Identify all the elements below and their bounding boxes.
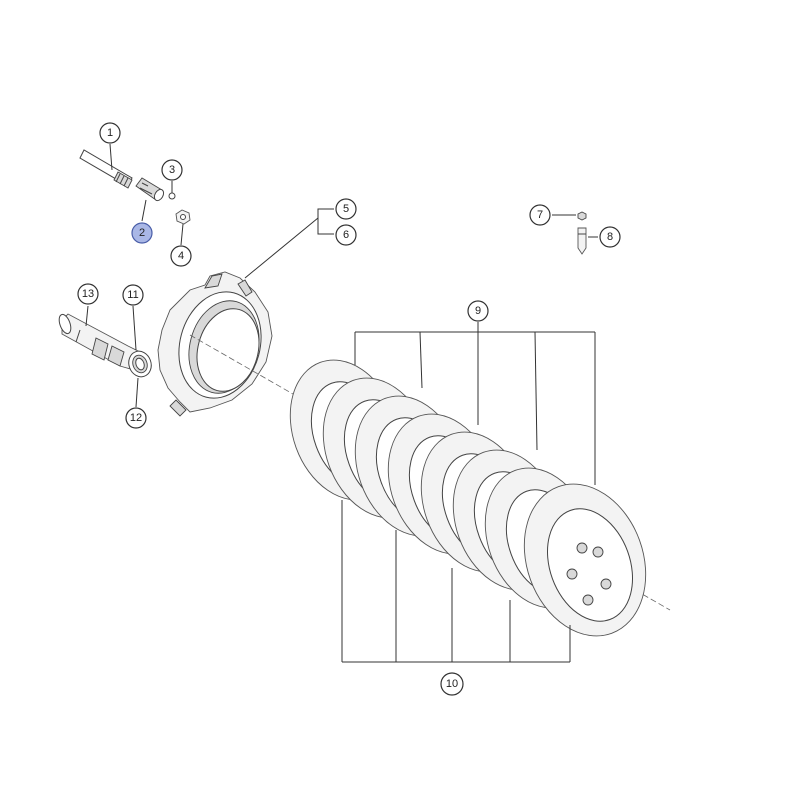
part-shaft bbox=[58, 313, 141, 371]
callout-2[interactable]: 2 bbox=[131, 222, 153, 244]
svg-text:3: 3 bbox=[169, 164, 175, 176]
part-washer-small bbox=[168, 192, 176, 200]
svg-text:7: 7 bbox=[537, 209, 543, 221]
callout-12[interactable]: 12 bbox=[125, 407, 147, 429]
svg-text:10: 10 bbox=[446, 678, 458, 690]
callout-9[interactable]: 9 bbox=[467, 300, 489, 322]
svg-text:2: 2 bbox=[139, 227, 145, 239]
callout-13[interactable]: 13 bbox=[77, 283, 99, 305]
part-pin bbox=[577, 227, 587, 255]
callout-1[interactable]: 1 bbox=[99, 122, 121, 144]
callout-4[interactable]: 4 bbox=[170, 245, 192, 267]
svg-text:6: 6 bbox=[343, 229, 349, 241]
part-bolt bbox=[79, 149, 133, 189]
svg-text:4: 4 bbox=[178, 250, 184, 262]
svg-text:5: 5 bbox=[343, 203, 349, 215]
svg-text:1: 1 bbox=[107, 127, 113, 139]
svg-text:13: 13 bbox=[82, 288, 94, 300]
clutch-disc-pack bbox=[289, 359, 647, 637]
callout-3[interactable]: 3 bbox=[161, 159, 183, 181]
part-bearing bbox=[128, 350, 152, 378]
callout-5[interactable]: 5 bbox=[335, 198, 357, 220]
callout-6[interactable]: 6 bbox=[335, 224, 357, 246]
part-pressure-plate bbox=[157, 271, 273, 417]
svg-text:12: 12 bbox=[130, 412, 142, 424]
part-sleeve bbox=[135, 177, 165, 202]
callout-11[interactable]: 11 bbox=[122, 284, 144, 306]
part-small-nut bbox=[577, 211, 587, 221]
callout-10[interactable]: 10 bbox=[440, 672, 464, 696]
part-nut bbox=[175, 209, 191, 225]
disc-8-front bbox=[523, 483, 647, 637]
callout-8[interactable]: 8 bbox=[599, 226, 621, 248]
leader-lines bbox=[85, 143, 598, 663]
svg-text:9: 9 bbox=[475, 305, 481, 317]
svg-text:8: 8 bbox=[607, 231, 613, 243]
svg-text:11: 11 bbox=[127, 289, 138, 301]
callout-7[interactable]: 7 bbox=[529, 204, 551, 226]
